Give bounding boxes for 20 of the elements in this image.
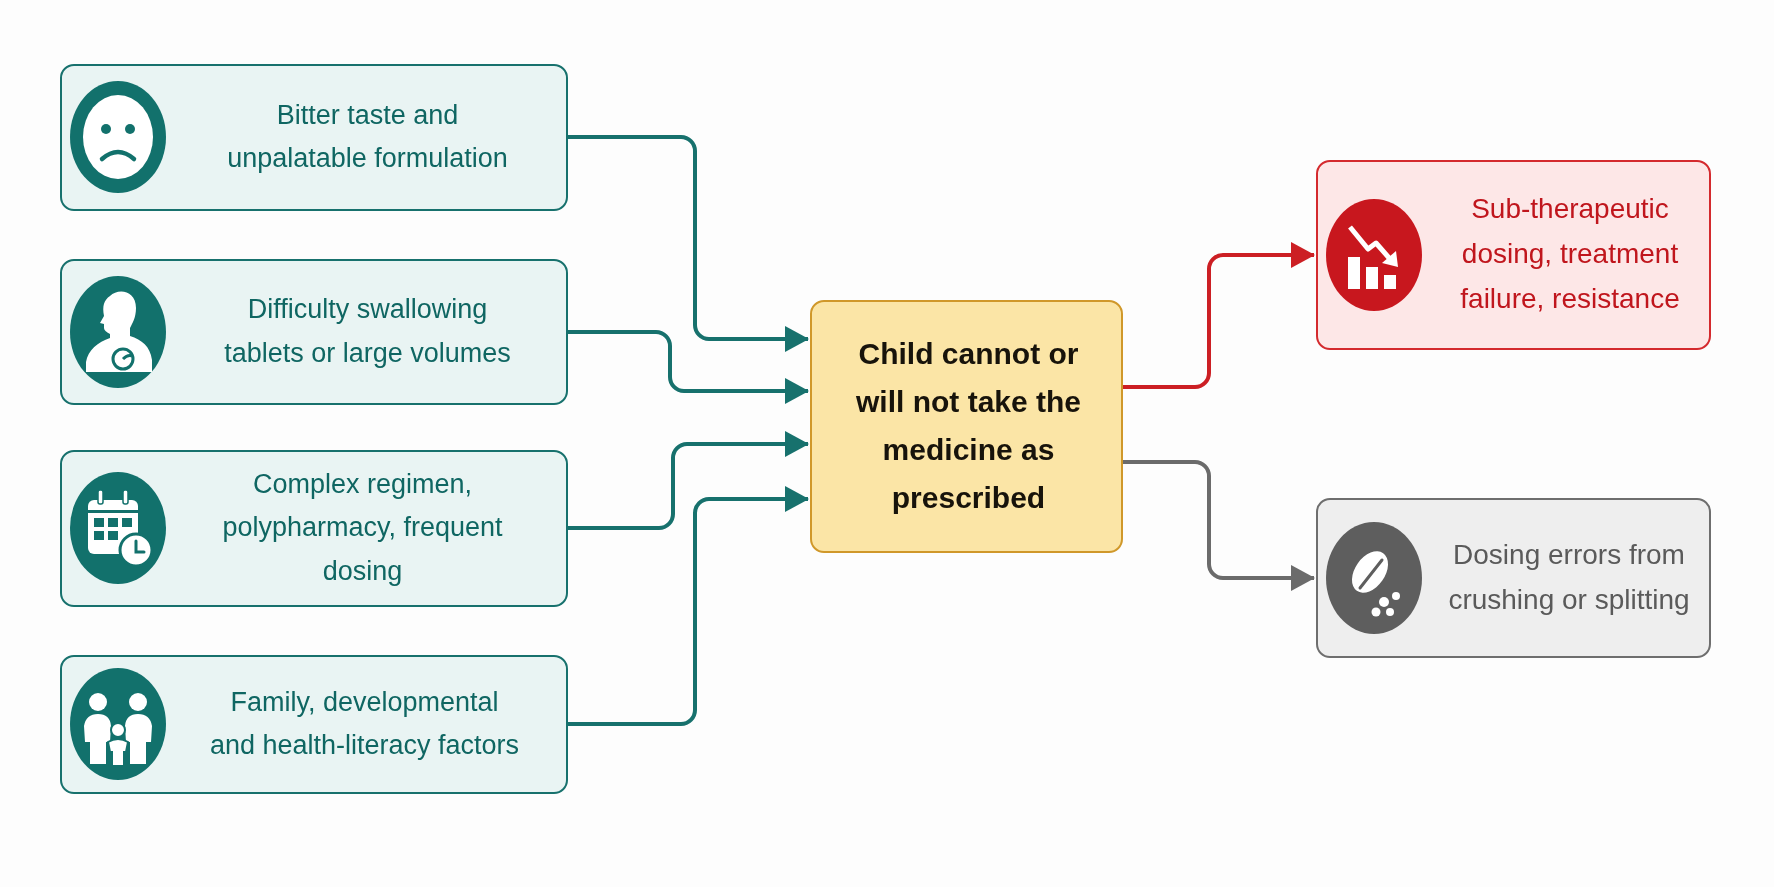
connector-arrow xyxy=(568,135,809,352)
connector-arrow xyxy=(1123,242,1315,389)
node-label: Child cannot or will not take the medicine as prescribed xyxy=(855,336,1082,516)
node-label: Sub-therapeutic dosing, treatment failure, resistance xyxy=(1459,192,1681,316)
node-label: Bitter taste and unpalatable formulation xyxy=(226,98,509,175)
node-label: Dosing errors from crushing or splitting xyxy=(1447,537,1691,617)
connector-arrow xyxy=(568,486,809,726)
node-label: Complex regimen, polypharmacy, frequent dosing xyxy=(221,468,504,588)
connector-arrow xyxy=(568,330,809,404)
connector-arrow xyxy=(568,431,809,530)
central-problem-box xyxy=(810,300,1123,553)
cause-box xyxy=(60,450,568,607)
connector-arrow xyxy=(1123,460,1315,591)
cause-box xyxy=(60,655,568,794)
outcome-box xyxy=(1316,498,1711,658)
cause-box xyxy=(60,64,568,211)
cause-box xyxy=(60,259,568,405)
node-label: Difficulty swallowing tablets or large volumes xyxy=(223,293,512,370)
node-label: Family, developmental and health-literacy factors xyxy=(208,685,521,762)
outcome-box xyxy=(1316,160,1711,350)
